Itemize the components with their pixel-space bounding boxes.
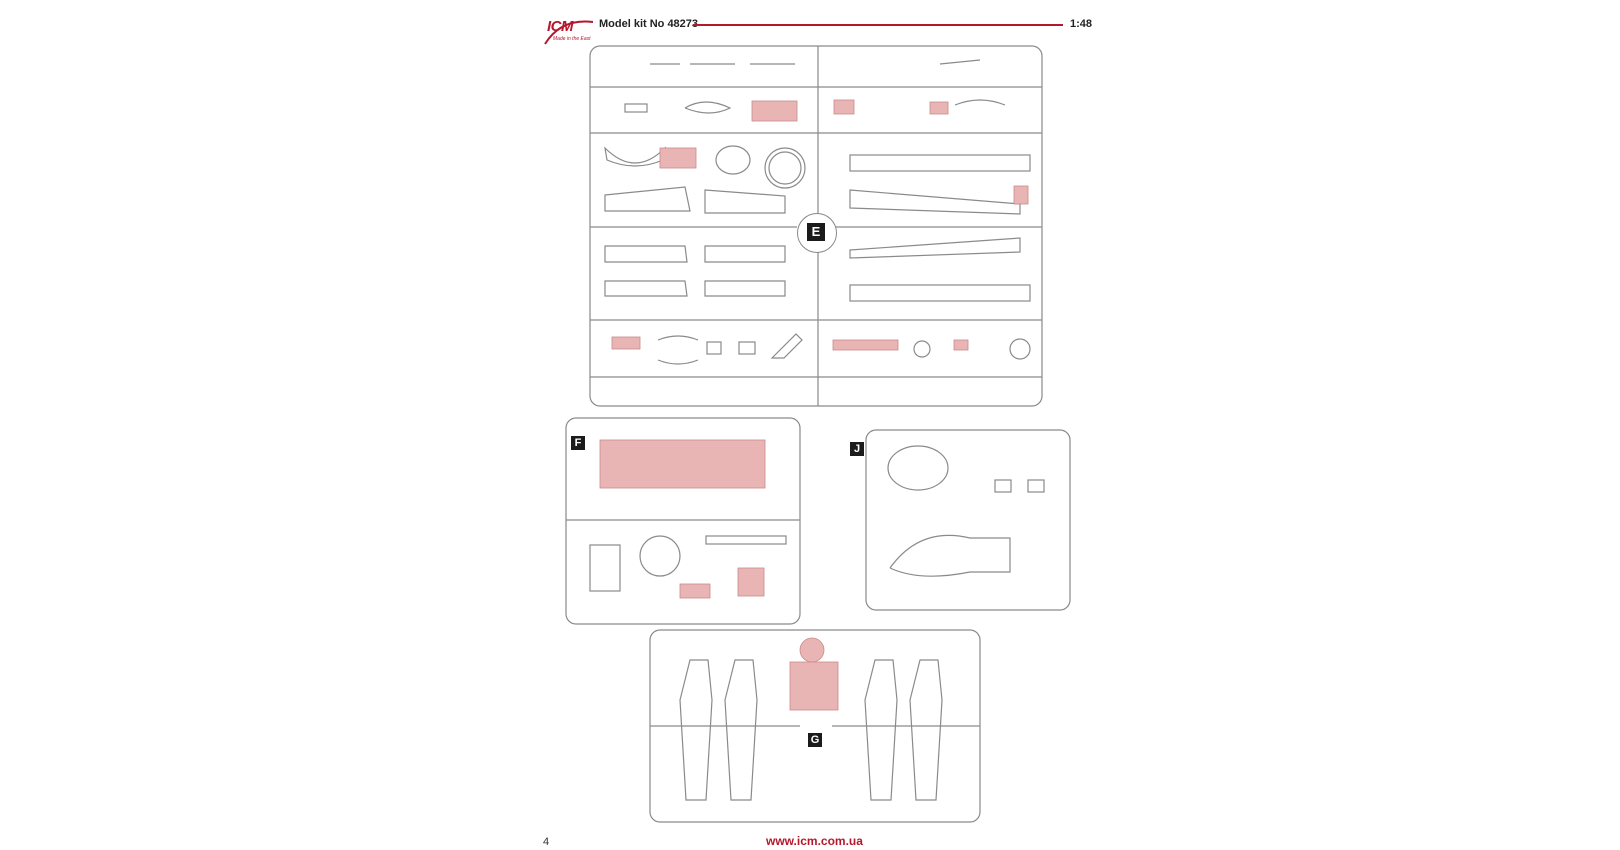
icm-logo <box>541 16 597 50</box>
highlight-e-7 <box>832 339 899 351</box>
header-rule <box>693 24 1063 26</box>
sprue-f-frame <box>565 417 801 625</box>
highlight-e-8 <box>953 339 969 351</box>
highlight-f-2 <box>679 583 711 599</box>
sprue-f-label: F <box>571 436 585 450</box>
sprue-j-frame <box>865 429 1071 611</box>
website-link[interactable]: www.icm.com.ua <box>766 834 863 848</box>
highlight-e-2 <box>659 147 697 169</box>
highlight-f-3 <box>737 567 765 597</box>
highlight-e-6 <box>611 336 641 350</box>
page-number: 4 <box>543 836 550 848</box>
sprue-j-label: J <box>850 442 864 456</box>
highlight-e-5 <box>1013 185 1029 205</box>
highlight-e-4 <box>929 101 949 115</box>
sprue-g-label: G <box>808 733 822 747</box>
highlight-e-3 <box>833 99 855 115</box>
highlight-f-1 <box>599 439 766 489</box>
highlight-e-1 <box>751 100 798 122</box>
scale-label: 1:48 <box>1070 18 1093 30</box>
highlight-g-1 <box>799 637 825 663</box>
sprue-e-frame <box>589 45 1043 407</box>
sprue-e-label: E <box>807 223 825 241</box>
highlight-g-2 <box>789 661 839 711</box>
brand-tagline: Made in the East <box>553 36 591 42</box>
model-kit-number: Model kit No 48273 <box>599 18 699 30</box>
brand-name: ICM <box>547 18 574 35</box>
